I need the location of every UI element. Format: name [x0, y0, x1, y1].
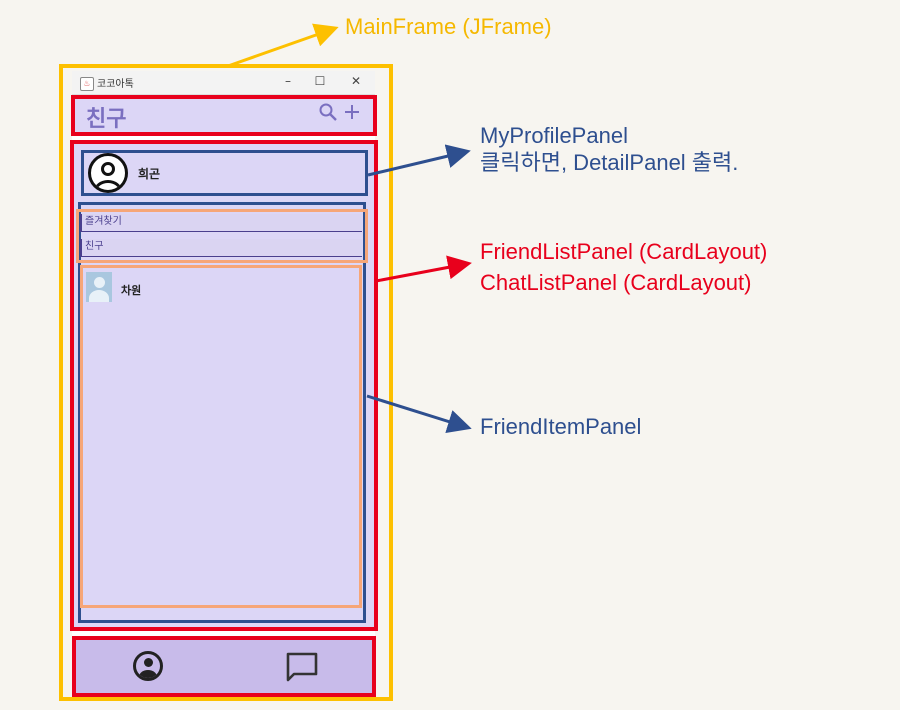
profile-avatar-icon — [88, 153, 128, 193]
bottom-nav — [76, 638, 373, 693]
label-chat-list-panel: ChatListPanel (CardLayout) — [480, 270, 752, 295]
main-frame-outline — [59, 64, 393, 701]
page-title: 친구 — [86, 107, 127, 132]
label-friend-list-panel: FriendListPanel (CardLayout) — [480, 239, 768, 264]
friend-item-panel-outline — [80, 265, 362, 608]
arrow-main-frame — [227, 23, 339, 68]
label-friend-item-panel: FriendItemPanel — [480, 414, 642, 439]
my-profile-name: 희곤 — [138, 167, 161, 181]
label-main-frame: MainFrame (JFrame) — [345, 14, 552, 39]
label-my-profile: MyProfilePanel 클릭하면, DetailPanel 출력. — [480, 122, 738, 176]
label-my-profile-title: MyProfilePanel — [480, 123, 628, 148]
friend-name: 차원 — [121, 284, 142, 297]
maximize-button[interactable]: ☐ — [314, 74, 326, 88]
friend-item[interactable]: 차원 — [86, 272, 286, 304]
minimize-button[interactable]: – — [285, 74, 291, 88]
header-panel: 친구 — [74, 98, 374, 134]
header-outline — [71, 95, 377, 136]
search-icon[interactable] — [318, 102, 338, 127]
my-profile-panel[interactable]: 희곤 — [81, 150, 368, 196]
window-titlebar: ♨ 코코아톡 – ☐ ✕ — [72, 71, 375, 95]
arrow-friend-list — [375, 255, 472, 283]
friend-avatar-icon — [86, 272, 112, 302]
arrow-friend-item — [366, 394, 472, 434]
chat-icon[interactable] — [285, 651, 319, 687]
friend-list-panel — [78, 202, 366, 623]
section-friends[interactable]: 친구 — [80, 239, 362, 257]
nav-outline — [72, 636, 376, 697]
arrow-my-profile — [367, 144, 471, 177]
add-icon[interactable] — [342, 102, 362, 127]
section-favorites[interactable]: 즐겨찾기 — [80, 214, 362, 232]
label-list-panels: FriendListPanel (CardLayout) ChatListPan… — [480, 236, 767, 298]
app-icon: ♨ — [80, 77, 94, 91]
window-title: 코코아톡 — [97, 79, 134, 90]
label-my-profile-note: 클릭하면, DetailPanel 출력. — [480, 150, 739, 175]
category-outline — [76, 209, 368, 263]
close-button[interactable]: ✕ — [350, 74, 362, 88]
person-icon[interactable] — [133, 651, 163, 681]
content-outline — [70, 140, 378, 631]
